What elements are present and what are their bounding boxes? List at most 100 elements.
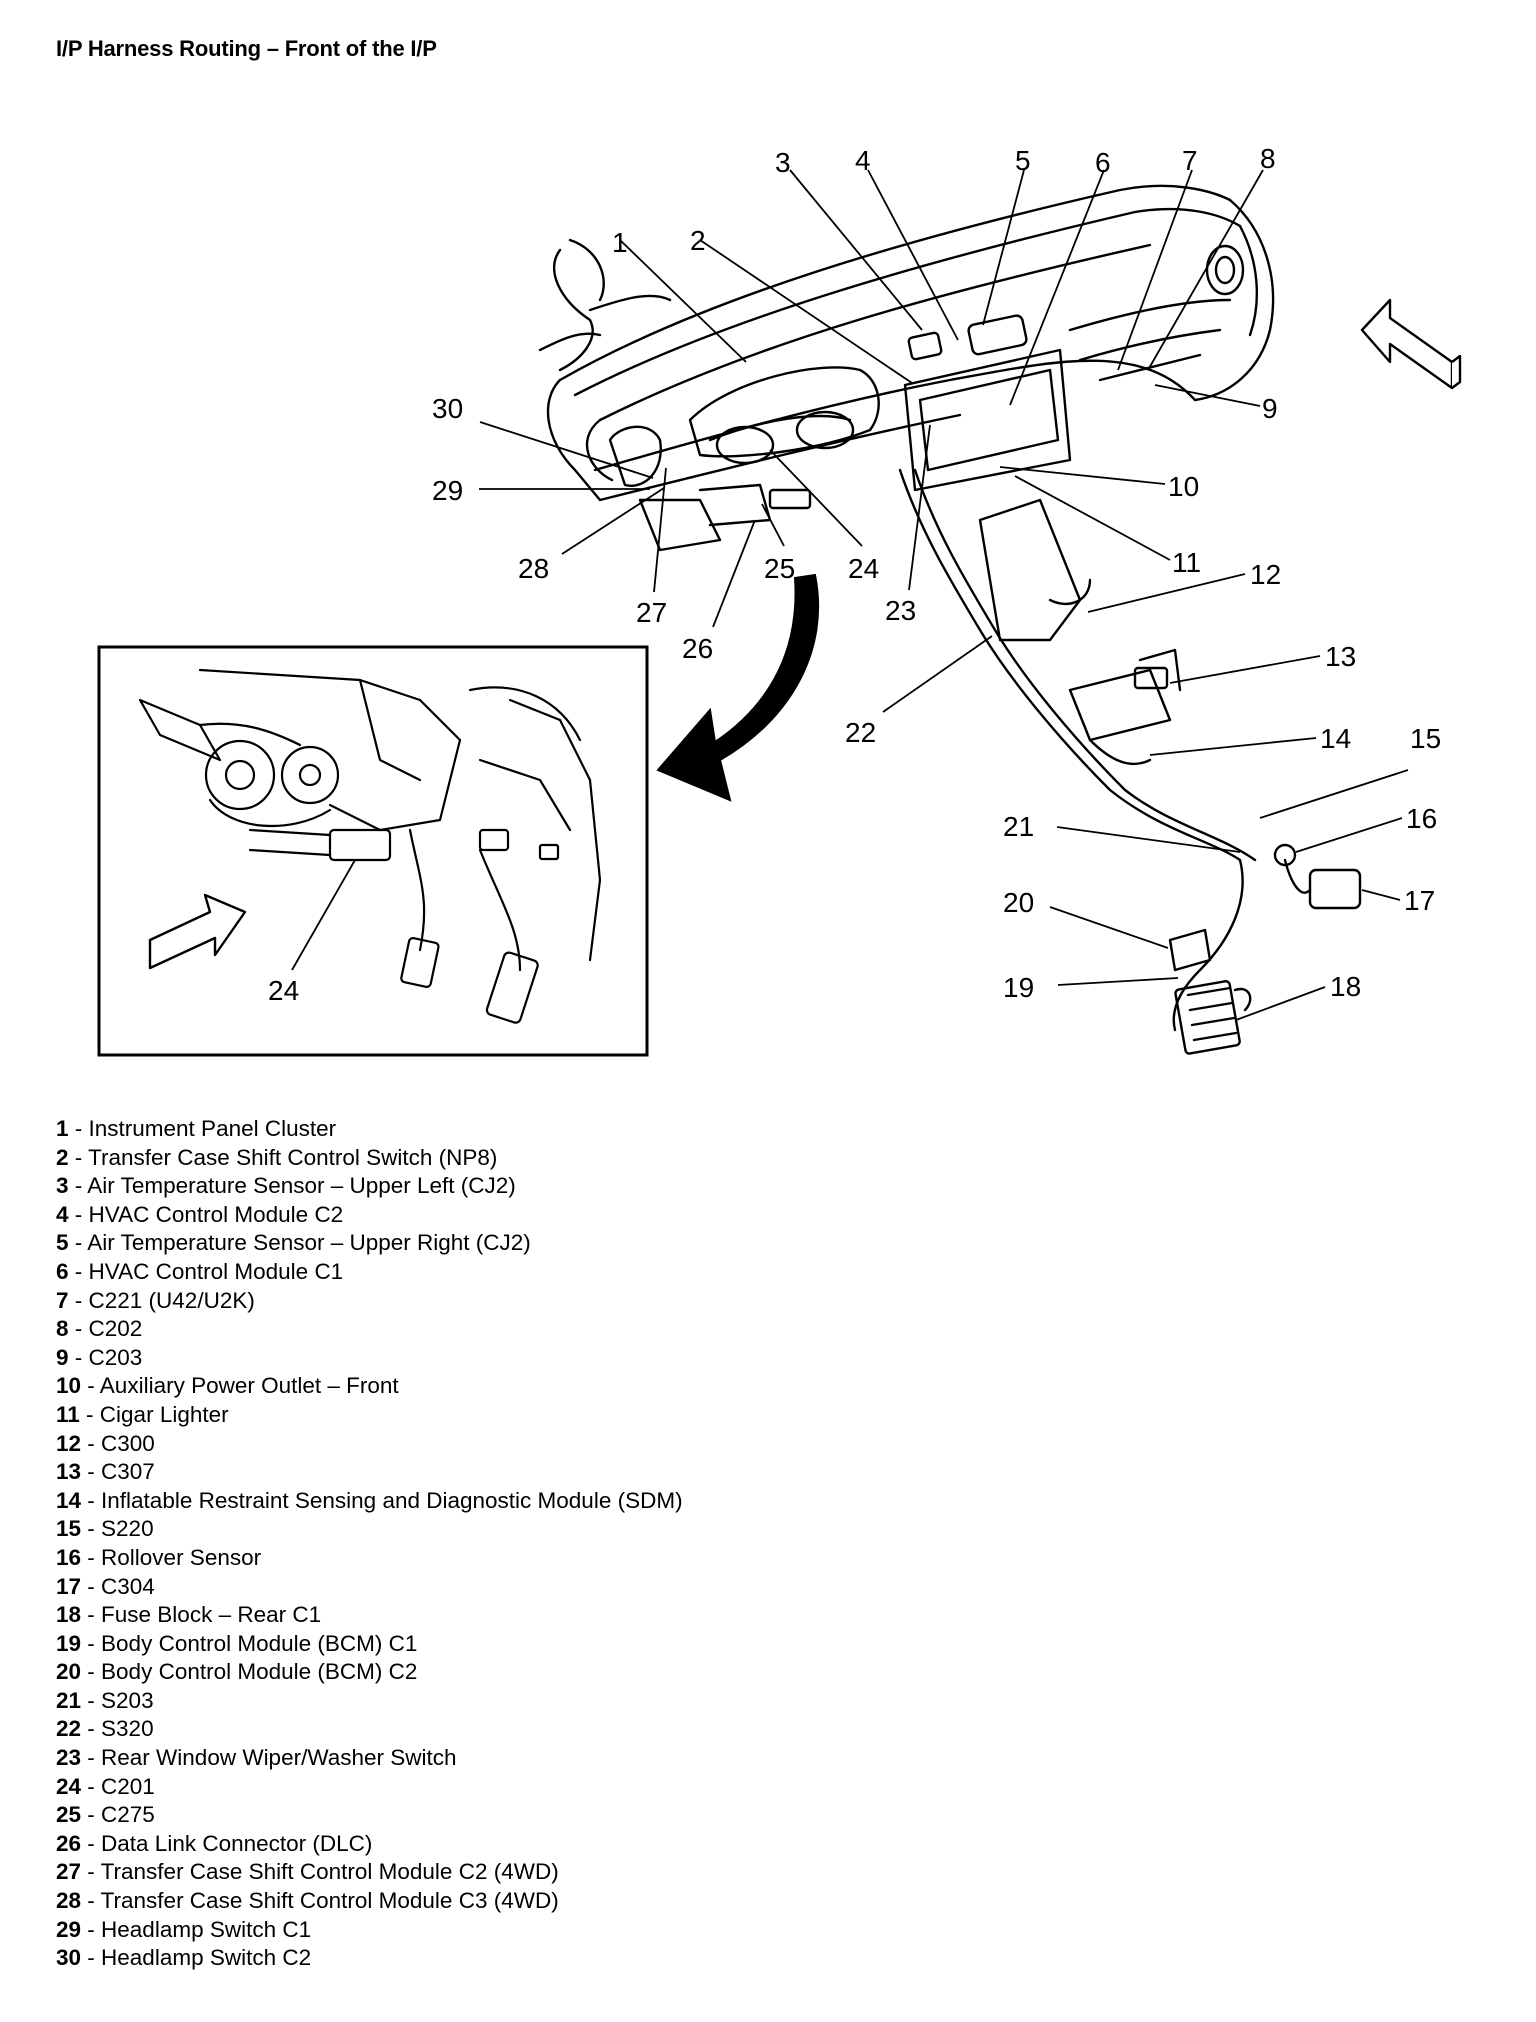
legend-item-separator: - — [81, 1516, 102, 1542]
callout-17: 17 — [1404, 885, 1435, 916]
legend-item: 28 - Transfer Case Shift Control Module … — [56, 1887, 956, 1916]
legend-item-label: C203 — [88, 1344, 143, 1370]
leader-lines — [479, 169, 1409, 1021]
legend-item-separator: - — [81, 1459, 102, 1485]
legend-item-label: Transfer Case Shift Control Module C2 (4… — [100, 1859, 559, 1885]
legend-item-number: 2 — [56, 1144, 69, 1170]
callout-19: 19 — [1003, 972, 1034, 1003]
callout-21: 21 — [1003, 811, 1034, 842]
legend-item: 10 - Auxiliary Power Outlet – Front — [56, 1372, 956, 1401]
legend-item-separator: - — [81, 1773, 102, 1799]
legend-item-number: 9 — [56, 1344, 69, 1370]
legend-item-label: Instrument Panel Cluster — [88, 1116, 337, 1141]
legend-item-number: 16 — [56, 1544, 82, 1570]
legend-item: 17 - C304 — [56, 1573, 956, 1602]
zoom-arrow-icon — [656, 573, 820, 802]
legend-item: 16 - Rollover Sensor — [56, 1544, 956, 1573]
legend-item-separator: - — [81, 1859, 101, 1885]
inset-direction-arrow-icon — [148, 893, 247, 970]
legend-item-label: Headlamp Switch C1 — [101, 1916, 312, 1942]
callout-9: 9 — [1262, 393, 1278, 424]
legend-item: 12 - C300 — [56, 1430, 956, 1459]
legend-item: 18 - Fuse Block – Rear C1 — [56, 1601, 956, 1630]
legend-item-number: 1 — [56, 1116, 69, 1141]
legend-item: 30 - Headlamp Switch C2 — [56, 1944, 956, 1973]
legend-item: 26 - Data Link Connector (DLC) — [56, 1830, 956, 1859]
legend-item-label: HVAC Control Module C2 — [88, 1201, 344, 1227]
legend-item-label: C300 — [101, 1430, 155, 1456]
legend-item-number: 15 — [56, 1516, 82, 1542]
legend-item-separator: - — [81, 1487, 102, 1513]
legend-item-number: 12 — [56, 1430, 82, 1456]
callout-20: 20 — [1003, 887, 1034, 918]
legend-item-label: Inflatable Restraint Sensing and Diagnos… — [101, 1487, 683, 1513]
legend-item-label: Rear Window Wiper/Washer Switch — [101, 1745, 457, 1771]
legend-item-separator: - — [81, 1945, 102, 1971]
legend-item: 3 - Air Temperature Sensor – Upper Left … — [56, 1172, 956, 1201]
legend-item-separator: - — [68, 1201, 89, 1227]
legend-item-label: Data Link Connector (DLC) — [101, 1830, 373, 1856]
legend-item-label: Air Temperature Sensor – Upper Right (CJ… — [87, 1230, 531, 1256]
legend-item: 4 - HVAC Control Module C2 — [56, 1201, 956, 1230]
legend-item: 22 - S320 — [56, 1715, 956, 1744]
legend-item-number: 4 — [56, 1201, 69, 1227]
legend-item-separator: - — [81, 1573, 102, 1599]
legend-item: 7 - C221 (U42/U2K) — [56, 1287, 956, 1316]
callout-3: 3 — [775, 147, 791, 178]
legend-item-label: Transfer Case Shift Control Module C3 (4… — [100, 1888, 559, 1914]
callout-10: 10 — [1168, 471, 1199, 502]
legend-item-separator: - — [68, 1144, 89, 1170]
legend-item: 2 - Transfer Case Shift Control Switch (… — [56, 1144, 956, 1173]
legend-item-number: 24 — [56, 1773, 82, 1799]
view-direction-arrow-icon — [1360, 298, 1462, 390]
legend-item-number: 28 — [56, 1888, 82, 1914]
page-title: I/P Harness Routing – Front of the I/P — [56, 36, 437, 61]
legend-item-number: 7 — [56, 1287, 69, 1313]
legend-item-number: 30 — [56, 1945, 82, 1971]
legend-item-separator: - — [81, 1830, 102, 1856]
callout-15: 15 — [1410, 723, 1441, 754]
legend-item-separator: - — [81, 1659, 102, 1685]
legend-item-separator: - — [81, 1544, 102, 1570]
legend-item-number: 25 — [56, 1802, 82, 1828]
legend-item-label: C221 (U42/U2K) — [88, 1287, 255, 1313]
inset-frame — [97, 645, 649, 1057]
legend-item-label: C307 — [101, 1459, 155, 1485]
legend-item-number: 3 — [56, 1173, 69, 1199]
legend-item: 19 - Body Control Module (BCM) C1 — [56, 1630, 956, 1659]
callout-14: 14 — [1320, 723, 1351, 754]
callouts: 1 2 3 4 5 6 7 8 9 10 11 12 13 14 15 16 1… — [432, 143, 1441, 1003]
legend-item-separator: - — [81, 1802, 102, 1828]
legend-item-label: Transfer Case Shift Control Switch (NP8) — [88, 1144, 498, 1170]
legend-item-separator: - — [81, 1888, 101, 1914]
legend-item-number: 5 — [56, 1230, 69, 1256]
legend-item-separator: - — [68, 1230, 88, 1256]
callout-24-inset: 24 — [268, 975, 299, 1006]
legend-item-number: 13 — [56, 1459, 82, 1485]
legend-item-number: 10 — [56, 1373, 82, 1399]
legend-item: 24 - C201 — [56, 1773, 956, 1802]
inset-detail: 24 — [97, 645, 649, 1057]
callout-29: 29 — [432, 475, 463, 506]
legend-item-number: 26 — [56, 1830, 82, 1856]
legend-item-label: Cigar Lighter — [99, 1401, 229, 1427]
callout-4: 4 — [855, 145, 871, 176]
legend-item: 21 - S203 — [56, 1687, 956, 1716]
callout-24: 24 — [848, 553, 879, 584]
legend-item-number: 29 — [56, 1916, 82, 1942]
legend-item-label: C304 — [101, 1573, 155, 1599]
legend-item-separator: - — [81, 1916, 102, 1942]
legend-item-separator: - — [81, 1602, 102, 1628]
leader-24-inset — [291, 859, 356, 971]
legend-item-separator: - — [68, 1287, 89, 1313]
legend-item-number: 6 — [56, 1258, 69, 1284]
legend-item-label: HVAC Control Module C1 — [88, 1258, 344, 1284]
legend-item-separator: - — [81, 1745, 102, 1771]
callout-5: 5 — [1015, 145, 1031, 176]
callout-11: 11 — [1172, 547, 1201, 578]
legend-item: 1 - Instrument Panel Cluster — [56, 1115, 956, 1144]
legend-item-number: 23 — [56, 1745, 82, 1771]
legend-item: 8 - C202 — [56, 1315, 956, 1344]
callout-18: 18 — [1330, 971, 1361, 1002]
